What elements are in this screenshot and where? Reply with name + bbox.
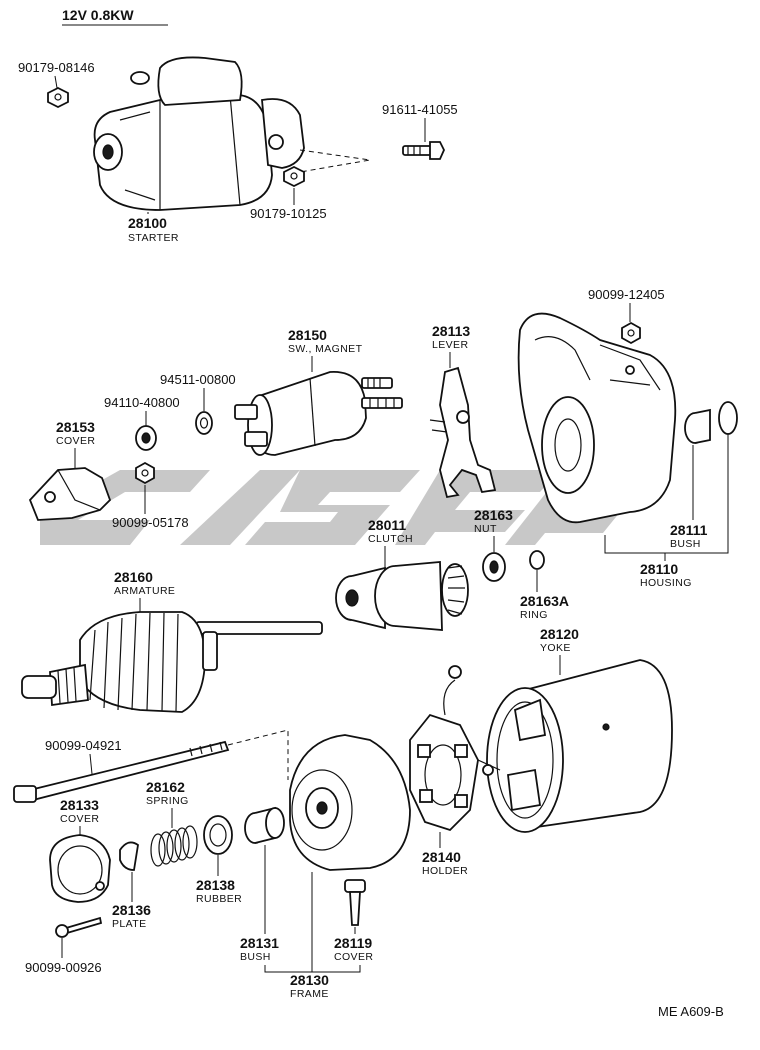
spring-28162-drawing [150,825,198,867]
part-28163a-name: RING [520,609,548,621]
washer-94511-drawing [195,411,213,435]
yoke-drawing [486,659,673,833]
rubber-28138-drawing [203,815,233,855]
part-28131-number: 28131 [240,935,279,951]
part-90099-00926-label: 90099-00926 [25,960,102,975]
part-28100-number: 28100 [128,215,167,231]
part-28113-name: LEVER [432,339,468,351]
nut-top-left-drawing [47,86,69,109]
clutch-drawing [335,561,469,631]
part-90099-12405-label: 90099-12405 [588,287,665,302]
leader-90179-08146 [54,75,58,89]
part-28130-name: FRAME [290,988,329,1000]
part-90179-08146-label: 90179-08146 [18,60,95,75]
part-28133-name: COVER [60,813,99,825]
cover-28133-drawing [49,834,111,903]
nut-28163-drawing [482,552,506,582]
part-28130-number: 28130 [290,972,329,988]
bolt-top-right-drawing [402,141,445,160]
part-28136-name: PLATE [112,918,146,930]
part-90099-04921-label: 90099-04921 [45,738,122,753]
part-28110-name: HOUSING [640,577,692,589]
part-90179-10125-label: 90179-10125 [250,206,327,221]
part-28150-number: 28150 [288,327,327,343]
screw-90099-00926-drawing [55,916,103,938]
part-28160-name: ARMATURE [114,585,175,597]
leader-90099-04921 [89,753,93,775]
bush-28111-drawing [684,401,738,444]
part-28119-number: 28119 [334,935,372,951]
part-28140-name: HOLDER [422,865,468,877]
part-28119-name: COVER [334,951,373,963]
part-28111-number: 28111 [670,522,708,538]
part-28011-number: 28011 [368,517,406,533]
holder-28140-drawing [409,665,501,832]
sw-magnet-drawing [234,371,403,456]
cover-28119-drawing [344,879,366,926]
part-28138-name: RUBBER [196,893,242,905]
through-bolt-dashline [227,729,289,780]
part-28138-number: 28138 [196,877,235,893]
part-28163a-number: 28163A [520,593,569,609]
nut-90099-12405-drawing [621,321,641,345]
ring-28163a-drawing [529,550,545,570]
part-28131-name: BUSH [240,951,271,963]
part-28140-number: 28140 [422,849,461,865]
part-91611-41055-label: 91611-41055 [382,102,458,117]
lever-drawing [429,366,497,499]
nut-90179-10125-drawing [283,165,305,188]
nut-90099-05178-drawing [135,461,155,485]
part-28153-name: COVER [56,435,95,447]
part-28163-name: NUT [474,523,497,535]
part-28100-name: STARTER [128,232,179,244]
part-90099-05178-label: 90099-05178 [112,515,189,530]
part-28153-number: 28153 [56,419,95,435]
armature-drawing [21,611,323,713]
housing-drawing [517,312,677,524]
part-28120-name: YOKE [540,642,571,654]
part-28162-name: SPRING [146,795,189,807]
part-28011-name: CLUTCH [368,533,413,545]
part-28162-number: 28162 [146,779,185,795]
part-28133-number: 28133 [60,797,99,813]
part-28150-name: SW., MAGNET [288,343,363,355]
part-28113-number: 28113 [432,323,470,339]
cover-28153-drawing [28,467,112,521]
part-28120-number: 28120 [540,626,579,642]
part-28110-number: 28110 [640,561,678,577]
part-94511-00800-label: 94511-00800 [160,372,236,387]
washer-94110-drawing [135,425,157,451]
starter-assembly-drawing [93,56,305,211]
plate-28136-drawing [119,841,139,871]
bracket-28110 [604,434,729,554]
starter-mount-dashline [299,149,371,173]
through-bolt-drawing [13,740,230,803]
diagram-code: ME A609-B [658,1004,724,1019]
part-94110-40800-label: 94110-40800 [104,395,180,410]
frame-28130-drawing [289,734,411,871]
bush-28131-drawing [244,806,285,844]
part-28160-number: 28160 [114,569,153,585]
spec-title: 12V 0.8KW [62,7,134,23]
part-28163-number: 28163 [474,507,513,523]
part-28136-number: 28136 [112,902,151,918]
part-28111-name: BUSH [670,538,701,550]
